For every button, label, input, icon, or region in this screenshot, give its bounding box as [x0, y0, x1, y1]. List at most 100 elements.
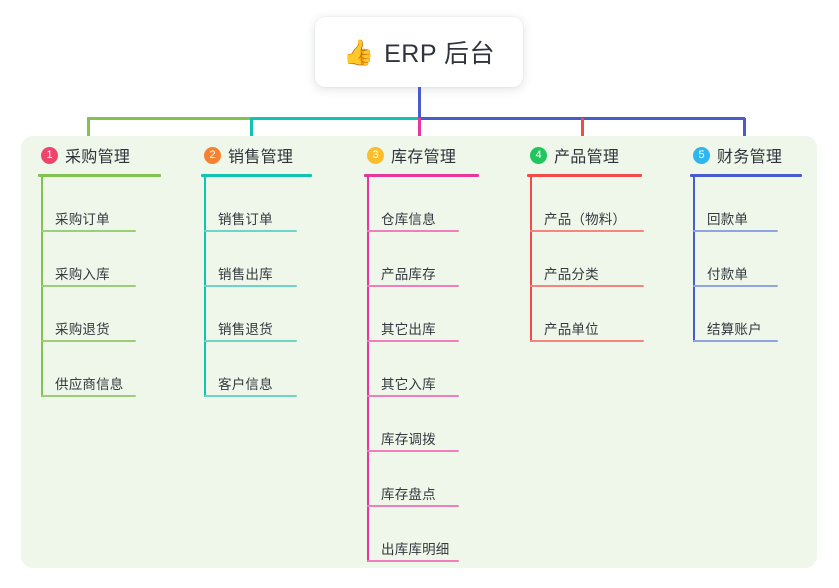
branch-item[interactable]: 销售订单	[204, 177, 347, 232]
branch-item-label: 产品库存	[381, 267, 436, 282]
branch-item-label: 产品分类	[544, 267, 599, 282]
branch-item-underline	[367, 450, 459, 452]
branch-item-label: 客户信息	[218, 377, 273, 392]
root-node-card[interactable]: 👍 ERP 后台	[315, 17, 523, 87]
branch-item-list: 仓库信息产品库存其它出库其它入库库存调拨库存盘点出库库明细	[367, 177, 510, 562]
mindmap-panel	[21, 136, 817, 568]
branch-item[interactable]: 产品库存	[367, 232, 510, 287]
branch-stem	[204, 177, 206, 397]
branch-item-label: 库存调拨	[381, 432, 436, 447]
branch-item[interactable]: 产品单位	[530, 287, 673, 342]
branch-item-label: 产品单位	[544, 322, 599, 337]
branch-underline	[690, 174, 802, 177]
branch-item-label: 结算账户	[707, 322, 762, 337]
branch-item-underline	[530, 285, 644, 287]
branch-item[interactable]: 销售退货	[204, 287, 347, 342]
branch-stem	[367, 177, 369, 562]
branch-item[interactable]: 库存盘点	[367, 452, 510, 507]
branch-item-list: 采购订单采购入库采购退货供应商信息	[41, 177, 184, 397]
branch-column-3: 3 库存管理仓库信息产品库存其它出库其它入库库存调拨库存盘点出库库明细	[347, 136, 510, 568]
branch-item[interactable]: 销售出库	[204, 232, 347, 287]
branch-item[interactable]: 结算账户	[693, 287, 836, 342]
branch-column-4: 4 产品管理产品（物料） 产品分类产品单位	[510, 136, 673, 568]
branch-item[interactable]: 采购入库	[41, 232, 184, 287]
branch-item-label: 出库库明细	[381, 542, 450, 557]
branch-item[interactable]: 客户信息	[204, 342, 347, 397]
branch-item-underline	[41, 395, 136, 397]
branch-item-label: 采购订单	[55, 212, 110, 227]
branch-item[interactable]: 采购订单	[41, 177, 184, 232]
branch-index-badge: 1	[41, 146, 58, 164]
branch-item[interactable]: 出库库明细	[367, 507, 510, 562]
branch-item[interactable]: 其它入库	[367, 342, 510, 397]
branch-item-list: 产品（物料） 产品分类产品单位	[530, 177, 673, 342]
branch-item-list: 销售订单销售出库销售退货客户信息	[204, 177, 347, 397]
branch-item-label: 付款单	[707, 267, 749, 282]
branch-item-label: 销售出库	[218, 267, 273, 282]
branch-index-badge: 3	[367, 146, 384, 164]
branch-header-2[interactable]: 2 销售管理	[201, 136, 347, 174]
branch-title: 库存管理	[391, 149, 457, 166]
branch-item[interactable]: 其它出库	[367, 287, 510, 342]
branch-item-underline	[693, 230, 778, 232]
branch-item-label: 回款单	[707, 212, 749, 227]
branch-item-underline	[367, 505, 459, 507]
branch-title: 销售管理	[228, 149, 294, 166]
branch-item-list: 回款单付款单结算账户	[693, 177, 836, 342]
branch-item-underline	[204, 285, 297, 287]
branch-underline	[38, 174, 161, 177]
branch-item[interactable]: 产品分类	[530, 232, 673, 287]
branch-item-underline	[530, 340, 644, 342]
branch-underline	[527, 174, 642, 177]
branch-item-underline	[41, 340, 136, 342]
branch-item-label: 其它入库	[381, 377, 436, 392]
branch-item-underline	[367, 560, 459, 562]
thumbs-up-icon: 👍	[342, 38, 375, 67]
branch-title: 财务管理	[717, 149, 783, 166]
branch-item-underline	[530, 230, 644, 232]
branch-item-underline	[41, 285, 136, 287]
branch-item[interactable]: 回款单	[693, 177, 836, 232]
branch-column-2: 2 销售管理销售订单销售出库销售退货客户信息	[184, 136, 347, 568]
branch-item-underline	[693, 340, 778, 342]
branch-stem	[41, 177, 43, 397]
branch-title: 产品管理	[554, 149, 620, 166]
branch-item[interactable]: 库存调拨	[367, 397, 510, 452]
branch-item-label: 其它出库	[381, 322, 436, 337]
branch-index-badge: 2	[204, 146, 221, 164]
branch-item[interactable]: 供应商信息	[41, 342, 184, 397]
branch-index-badge: 4	[530, 146, 547, 164]
branch-item-underline	[204, 340, 297, 342]
branch-item-label: 仓库信息	[381, 212, 436, 227]
branch-item-label: 产品（物料）	[544, 212, 627, 227]
branch-item-label: 采购入库	[55, 267, 110, 282]
branch-underline	[364, 174, 479, 177]
branch-item-underline	[367, 340, 459, 342]
branch-item-underline	[367, 285, 459, 287]
branch-underline	[201, 174, 312, 177]
branch-item[interactable]: 仓库信息	[367, 177, 510, 232]
branch-item-label: 采购退货	[55, 322, 110, 337]
branch-item-underline	[204, 395, 297, 397]
branch-item-underline	[41, 230, 136, 232]
branch-stem	[530, 177, 532, 342]
branch-item[interactable]: 采购退货	[41, 287, 184, 342]
branch-item-label: 销售订单	[218, 212, 273, 227]
branch-header-3[interactable]: 3 库存管理	[364, 136, 510, 174]
branch-item-underline	[367, 395, 459, 397]
root-node-title: ERP 后台	[384, 40, 496, 68]
branch-header-4[interactable]: 4 产品管理	[527, 136, 673, 174]
branch-item-label: 供应商信息	[55, 377, 124, 392]
branch-item-underline	[204, 230, 297, 232]
branch-item[interactable]: 产品（物料）	[530, 177, 673, 232]
branch-item-label: 销售退货	[218, 322, 273, 337]
branch-item[interactable]: 付款单	[693, 232, 836, 287]
branch-item-underline	[367, 230, 459, 232]
branch-item-underline	[693, 285, 778, 287]
